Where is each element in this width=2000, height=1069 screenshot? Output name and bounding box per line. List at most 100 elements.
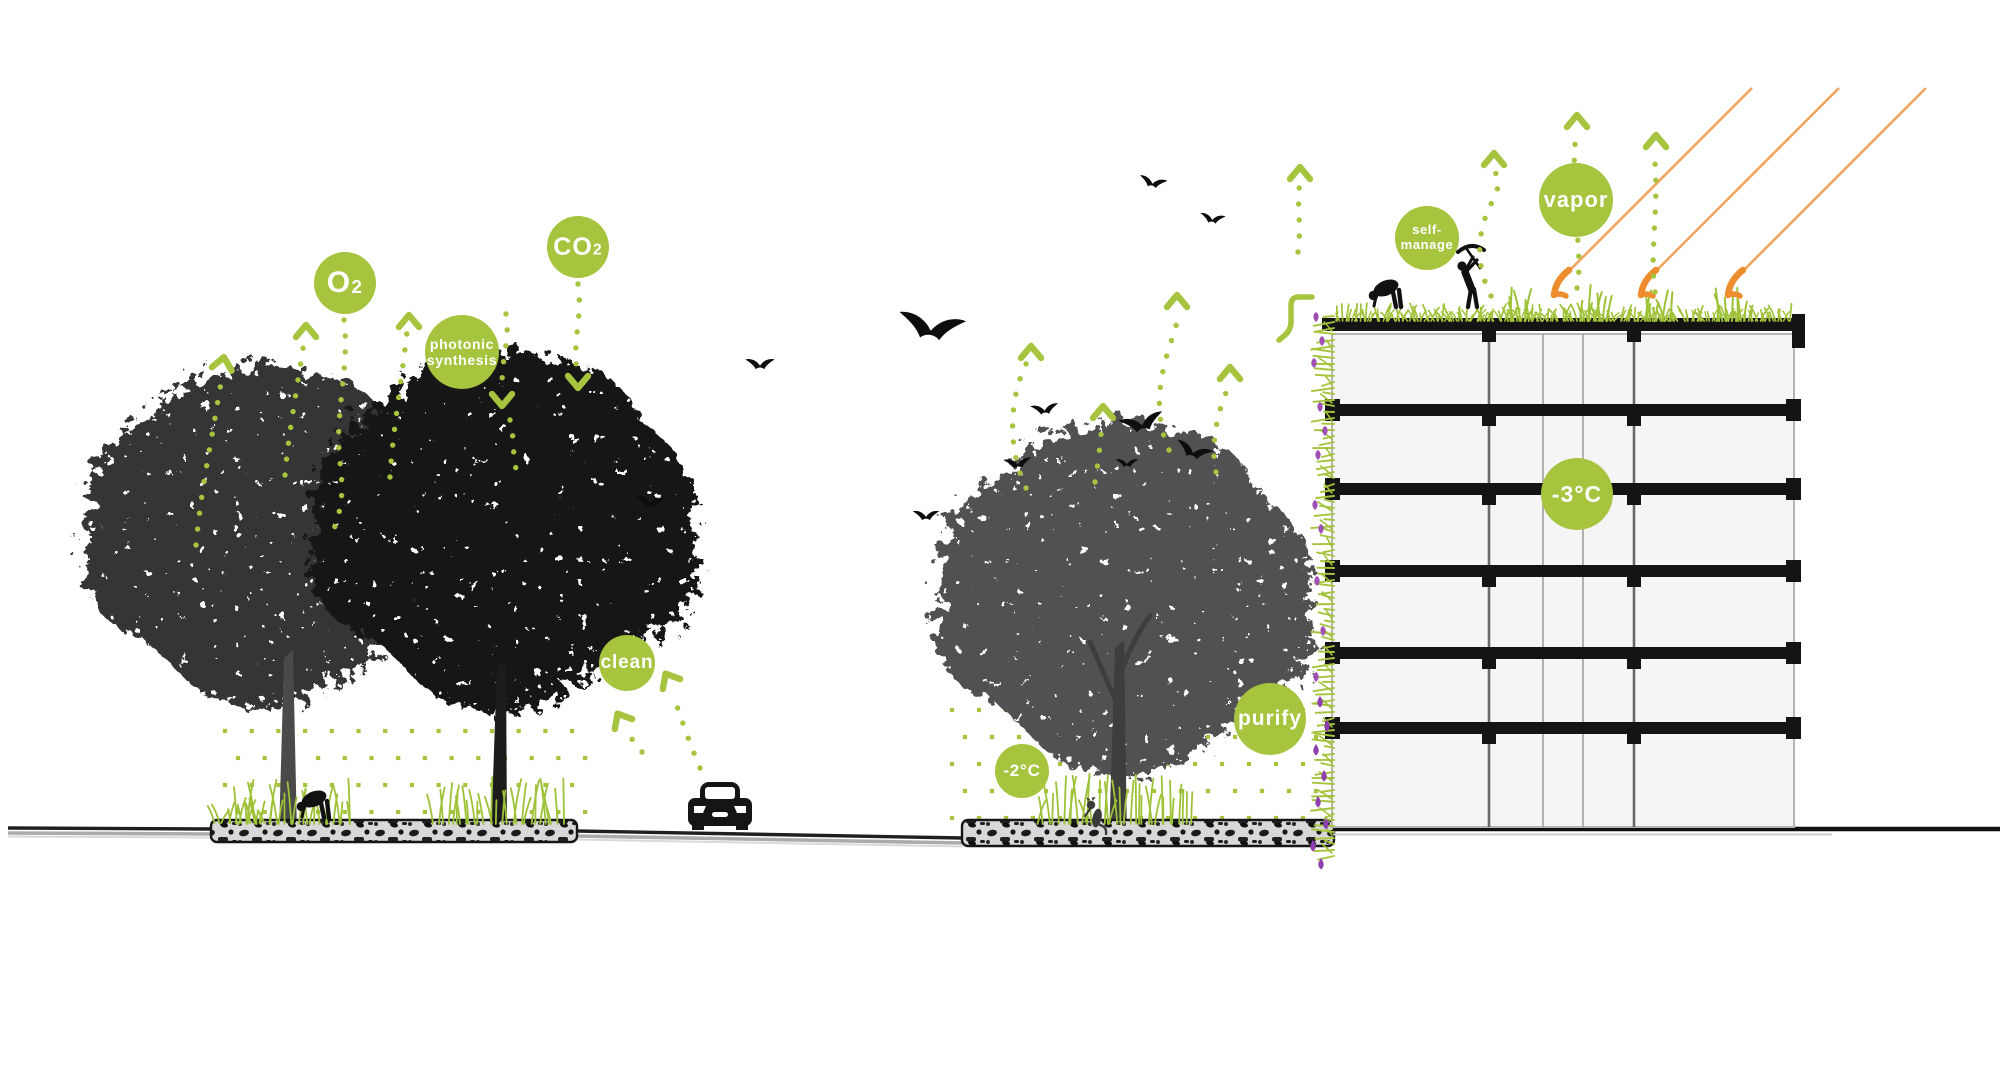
wall-grass-blade (1313, 330, 1335, 335)
column-nub (1482, 416, 1496, 426)
grass-blade (1063, 775, 1067, 825)
grass-blade (1730, 292, 1735, 322)
grass-blade (1437, 313, 1441, 322)
tree-canopy-blob (1110, 567, 1275, 732)
wall-grass-blade (1312, 321, 1335, 327)
grass-blade (1477, 314, 1486, 322)
badge-photonic-line1: photonic (429, 335, 495, 352)
car-headlight (734, 806, 746, 813)
grid-dot (449, 809, 454, 815)
grass-blade (1789, 302, 1793, 322)
grid-dot (529, 755, 534, 761)
grass-blade (1397, 311, 1400, 322)
grass-blade (1655, 298, 1666, 322)
road-curb (7, 831, 213, 836)
bird-icon (635, 495, 666, 508)
grass-blade (1147, 777, 1155, 825)
grid-dot (463, 782, 468, 788)
dotted-trail (1092, 421, 1105, 485)
dotted-trail (623, 728, 645, 755)
grass-blade (1720, 305, 1727, 322)
wall-grass-blade (1316, 459, 1335, 463)
wall-grass-blade (1323, 663, 1333, 674)
grid-dot (303, 782, 308, 788)
grass-blade (1497, 310, 1503, 322)
grass-blade (1387, 310, 1397, 322)
grid-dot (1259, 788, 1265, 794)
bird-icon (1200, 212, 1226, 224)
grass-blade (1694, 312, 1702, 322)
grass-blade (1144, 785, 1153, 825)
grass-blade (1461, 309, 1470, 322)
grid-dot (1057, 815, 1063, 821)
grass-blade (1153, 793, 1162, 825)
column-nub (1482, 331, 1496, 342)
grid-dot (235, 755, 241, 761)
wall-flower (1317, 402, 1323, 412)
grass-blade (1367, 310, 1372, 322)
column-nub (1482, 659, 1496, 669)
grass-blade (1706, 310, 1710, 322)
building-layer (1276, 283, 1805, 870)
grid-dot (342, 809, 347, 815)
grid-dot (249, 728, 254, 734)
grass-blade (1601, 296, 1607, 322)
sun-ray-arrowhead-icon (1637, 266, 1660, 299)
sun-ray-hook-tip (1551, 291, 1569, 299)
wall-grass-blade (1321, 635, 1335, 641)
grass-blade (1782, 310, 1790, 322)
grass-blade (1713, 293, 1724, 322)
grass-blade (1345, 309, 1349, 322)
grass-blade (1691, 309, 1695, 322)
grid-dot (1273, 761, 1279, 767)
grass-blade (1468, 314, 1474, 322)
wall-grass-blade (1312, 687, 1335, 693)
bird-icon (1115, 459, 1139, 467)
wall-grass-blade (1323, 518, 1335, 521)
cat-paw (1083, 807, 1092, 818)
wall-grass-blade (1313, 732, 1335, 737)
grass-blade (258, 811, 263, 824)
grid-dot (1300, 815, 1306, 821)
grass-blade (509, 787, 518, 825)
wall-grass-blade (1312, 399, 1335, 403)
badge-self-manage-line1: self- (1412, 222, 1442, 238)
badge-self-manage-line2: manage (1400, 237, 1454, 252)
badge-minus-2c-label: -2°C (1003, 761, 1041, 781)
water-drop (1315, 796, 1321, 808)
grid-dot (409, 782, 414, 788)
badge-purify: purify (1234, 683, 1306, 755)
dotted-trail (507, 417, 520, 475)
grid-dot (369, 755, 374, 761)
grass-blade (1704, 311, 1708, 322)
grid-dot (463, 728, 468, 734)
grass-blade (554, 787, 559, 825)
road-curb (575, 834, 964, 845)
grass-blade (1524, 299, 1530, 322)
wall-grass-blade (1319, 623, 1335, 629)
grass-blade (1645, 295, 1649, 322)
wall-flower (1322, 426, 1328, 436)
tree-branch (1115, 613, 1153, 683)
badge-clean-label: clean (600, 652, 654, 674)
water-drop (1313, 744, 1319, 756)
water-drop (1324, 720, 1330, 732)
grid-dot (1313, 788, 1319, 794)
bird-icon (1140, 175, 1168, 189)
grass-blade (1037, 796, 1044, 825)
column-nub (1482, 495, 1496, 505)
sun-ray-hook (1550, 266, 1573, 299)
wall-grass-blade (1320, 465, 1333, 476)
wall-grass-blade (1318, 807, 1333, 818)
grass-blade (1190, 791, 1194, 825)
person-leg (1396, 287, 1404, 310)
grid-dot (1205, 788, 1211, 794)
grass-blade (256, 810, 266, 824)
grass-blade (1759, 307, 1770, 322)
tree-trunk (279, 650, 297, 834)
car-windshield (705, 787, 735, 799)
grass-blade (1351, 307, 1357, 322)
tree-canopy-blob (352, 499, 521, 668)
column-nub (1627, 416, 1641, 426)
